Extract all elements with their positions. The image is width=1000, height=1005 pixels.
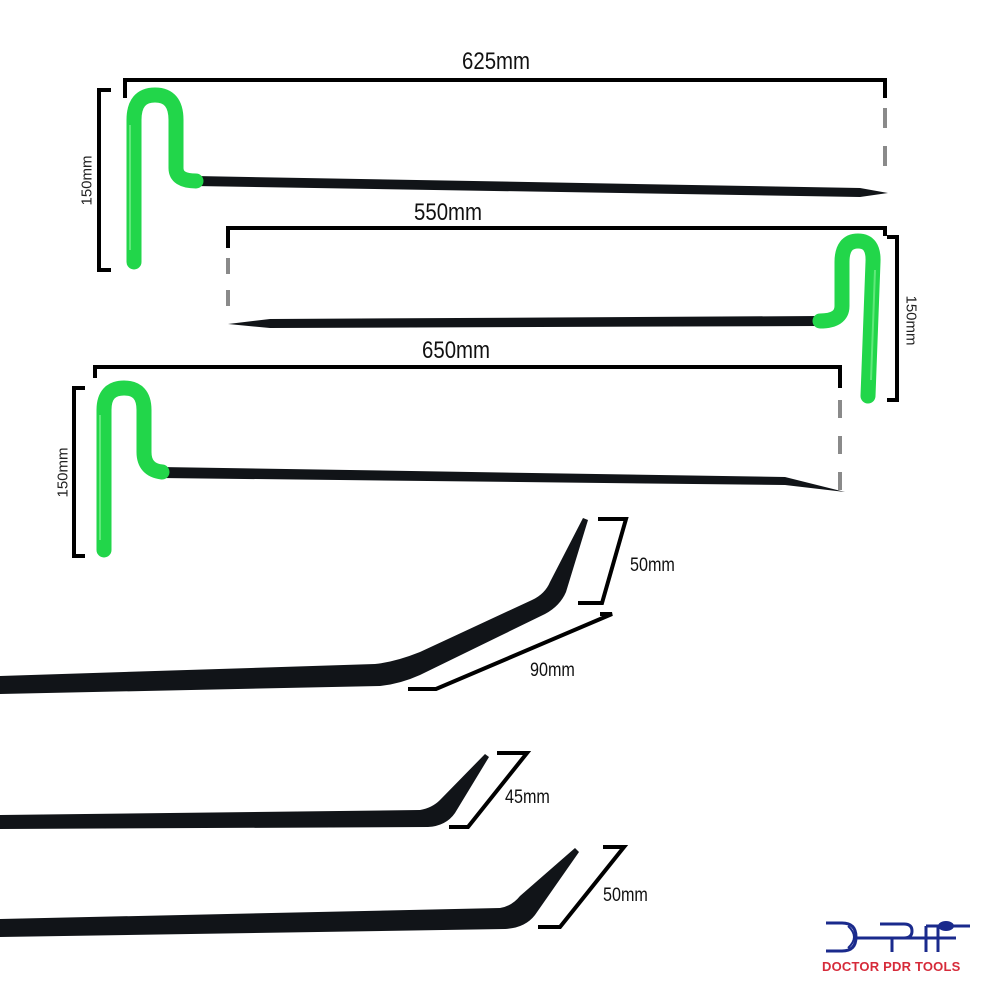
brand-logo: DOCTOR PDR TOOLS [822, 918, 974, 978]
tip-length-label: 50mm [630, 555, 675, 576]
rod-3 [72, 365, 845, 558]
length-label: 625mm [462, 48, 531, 75]
rod-2 [226, 226, 899, 404]
tip-rod-3 [0, 845, 629, 937]
tip-bracket [538, 845, 629, 929]
tip-length-label: 50mm [603, 885, 648, 906]
handle-height-label: 150mm [54, 447, 72, 498]
tip-rod-1 [0, 517, 629, 694]
brand-name: DOCTOR PDR TOOLS [822, 959, 961, 974]
rod-shaft [0, 518, 588, 694]
rod-shaft [228, 316, 820, 328]
tip-bracket [449, 751, 532, 829]
dpt-mark-icon [826, 921, 970, 953]
tip-bracket [578, 517, 629, 605]
height-bracket [72, 386, 85, 558]
tip-rod-2 [0, 751, 532, 829]
length-bracket [123, 78, 887, 98]
length-bracket [226, 226, 887, 248]
handle-height-label: 150mm [78, 155, 96, 206]
rod-shaft [0, 754, 489, 829]
bend-bracket [408, 612, 613, 691]
rod-1 [97, 78, 888, 272]
green-handle [812, 233, 881, 404]
rod-shaft [160, 467, 845, 492]
height-bracket [887, 235, 899, 402]
bend-length-label: 90mm [530, 660, 575, 681]
rod-shaft [0, 848, 579, 937]
length-bracket [93, 365, 842, 388]
green-handle [96, 380, 170, 558]
length-label: 650mm [422, 337, 491, 364]
height-bracket [97, 88, 111, 272]
rod-shaft [195, 176, 888, 197]
handle-height-label: 150mm [902, 295, 920, 346]
length-label: 550mm [414, 199, 483, 226]
green-handle [126, 87, 204, 270]
tip-length-label: 45mm [505, 787, 550, 808]
